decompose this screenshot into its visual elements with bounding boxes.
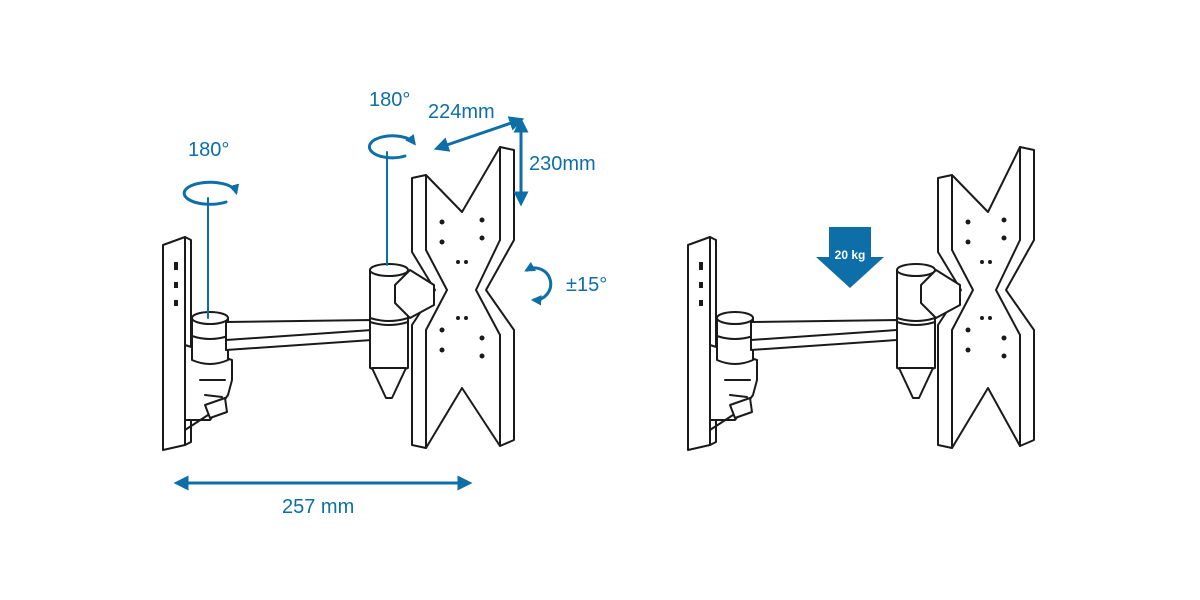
max-load-annotation: 20 kg [816, 227, 884, 288]
vesa-plate [920, 146, 1035, 449]
wall-bracket [184, 344, 233, 431]
down-arrow-icon [816, 227, 884, 288]
vesa-width-annotation: 224mm [428, 101, 525, 152]
wall-pivot [191, 311, 229, 365]
rotation-wall-annotation: 180° [182, 139, 240, 319]
rotation-arrow-icon [182, 180, 240, 206]
vesa-height-label: 230mm [529, 153, 596, 175]
wall-bracket [709, 344, 758, 431]
max-load-label: 20 kg [835, 248, 866, 262]
tilt-label: ±15° [566, 274, 607, 296]
wall-pivot [716, 311, 754, 365]
extension-annotation: 257 mm [173, 475, 473, 518]
vesa-width-label: 224mm [428, 101, 495, 123]
extension-label: 257 mm [282, 496, 354, 518]
vesa-plate [394, 146, 515, 449]
mount-right [687, 146, 1035, 451]
double-arrow-icon [433, 116, 525, 152]
swing-arm [750, 319, 898, 351]
rotation-head-annotation: 180° [367, 89, 416, 266]
swing-arm [225, 319, 373, 351]
rotation-arrow-icon [524, 261, 553, 306]
tilt-annotation: ±15° [524, 261, 607, 306]
mount-left [162, 146, 515, 451]
rotation-arrow-icon [367, 133, 416, 160]
rotation-head-label: 180° [369, 89, 410, 111]
rotation-wall-label: 180° [188, 139, 229, 161]
vesa-height-annotation: 230mm [513, 117, 596, 207]
